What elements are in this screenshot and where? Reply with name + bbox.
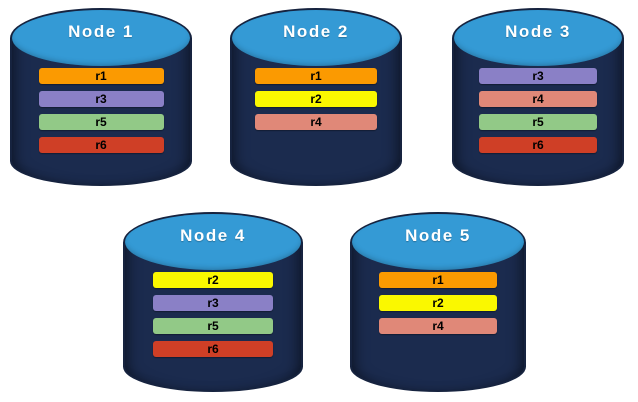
cylinder-top-disc: [232, 10, 400, 66]
record-bar[interactable]: r5: [479, 114, 597, 130]
record-list: r1 r2 r4: [350, 268, 526, 334]
node-cylinder-1[interactable]: Node 1 r1 r3 r5 r6: [10, 8, 192, 186]
record-bar[interactable]: r1: [255, 68, 377, 84]
record-list: r3 r4 r5 r6: [452, 64, 624, 153]
record-list: r1 r2 r4: [230, 64, 402, 130]
node-title: Node 5: [405, 226, 471, 245]
cylinder-top-disc: [125, 214, 301, 270]
record-bar[interactable]: r5: [38, 114, 164, 130]
node-cylinder-4[interactable]: Node 4 r2 r3 r5 r6: [123, 212, 303, 392]
record-bar[interactable]: r1: [379, 272, 497, 288]
record-bar[interactable]: r2: [255, 91, 377, 107]
node-title: Node 3: [505, 22, 571, 41]
node-cylinder-3[interactable]: Node 3 r3 r4 r5 r6: [452, 8, 624, 186]
record-list: r1 r3 r5 r6: [10, 64, 192, 153]
record-bar[interactable]: r3: [153, 295, 273, 311]
cylinder-top-disc: [12, 10, 190, 66]
record-bar[interactable]: r5: [153, 318, 273, 334]
node-title: Node 4: [180, 226, 246, 245]
record-bar[interactable]: r2: [153, 272, 273, 288]
record-bar[interactable]: r4: [255, 114, 377, 130]
record-bar[interactable]: r3: [479, 68, 597, 84]
record-bar[interactable]: r6: [38, 137, 164, 153]
record-bar[interactable]: r4: [479, 91, 597, 107]
node-title: Node 1: [68, 22, 134, 41]
node-title: Node 2: [283, 22, 349, 41]
node-cylinder-5[interactable]: Node 5 r1 r2 r4: [350, 212, 526, 392]
record-list: r2 r3 r5 r6: [123, 268, 303, 357]
node-cylinder-2[interactable]: Node 2 r1 r2 r4: [230, 8, 402, 186]
record-bar[interactable]: r3: [38, 91, 164, 107]
record-bar[interactable]: r6: [153, 341, 273, 357]
record-bar[interactable]: r6: [479, 137, 597, 153]
record-bar[interactable]: r1: [38, 68, 164, 84]
cylinder-top-disc: [454, 10, 622, 66]
cylinder-top-disc: [352, 214, 524, 270]
record-bar[interactable]: r4: [379, 318, 497, 334]
record-bar[interactable]: r2: [379, 295, 497, 311]
